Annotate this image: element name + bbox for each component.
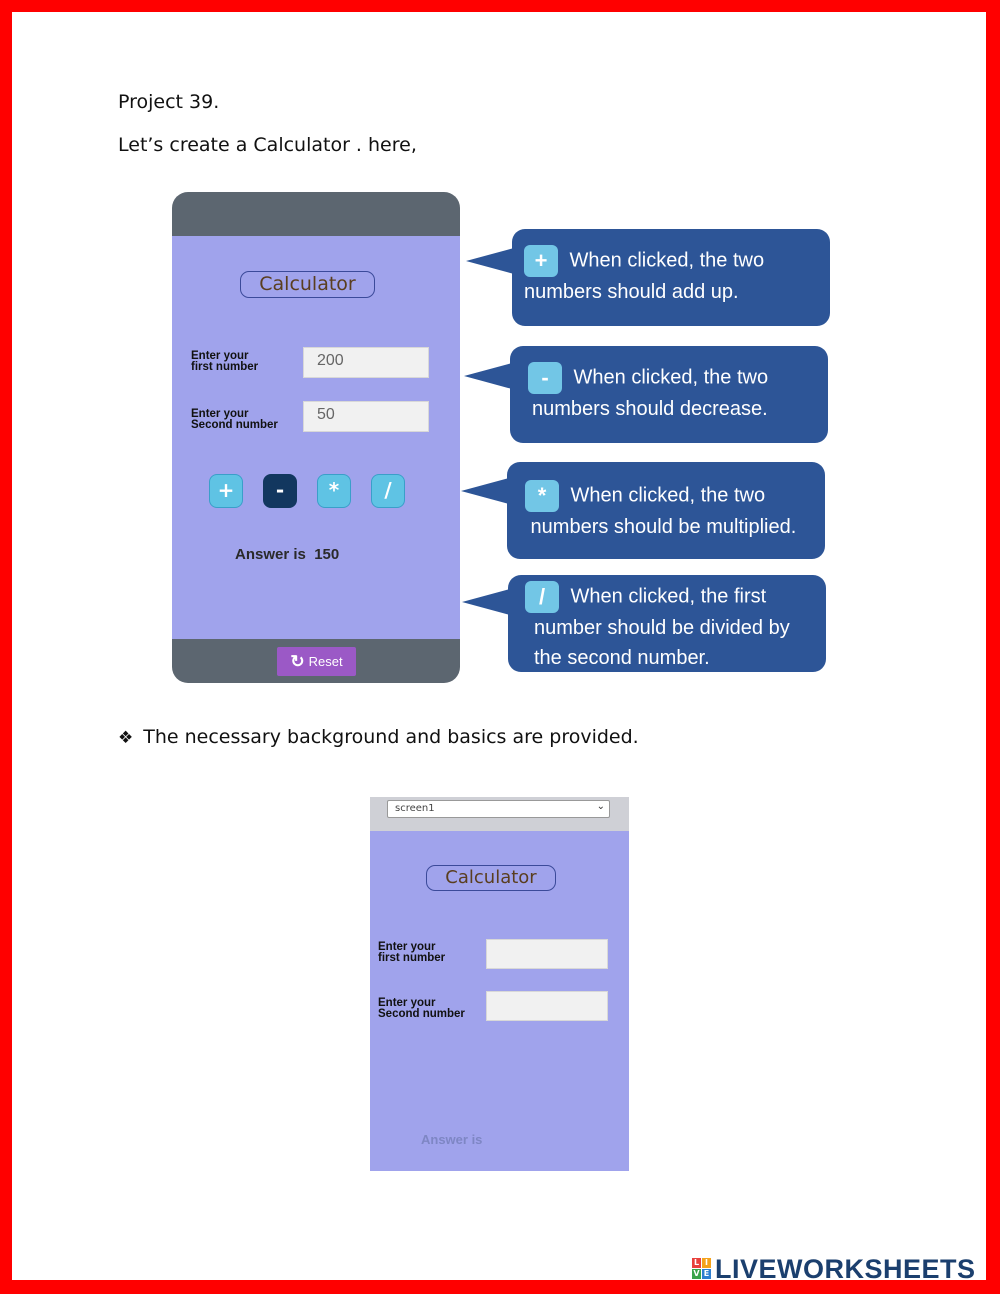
reset-button[interactable]: ↻Reset [277, 647, 356, 676]
project-heading: Project 39. [118, 91, 220, 113]
callout-multiply-line1: * When clicked, the two [525, 480, 825, 512]
callout-pointer [466, 248, 514, 274]
callout-subtract-line1: - When clicked, the two [528, 362, 818, 394]
first-number-input[interactable] [486, 939, 608, 969]
first-number-input[interactable]: 200 [303, 347, 429, 378]
logo-letter-l: L [692, 1258, 701, 1268]
bullet-text: The necessary background and basics are … [143, 726, 639, 748]
calculator-demo-phone: Calculator Enter your first number 200 E… [172, 192, 460, 683]
first-number-label-line2: first number [378, 952, 446, 964]
callout-divide-text3: the second number. [534, 647, 710, 669]
second-number-label: Enter your Second number [378, 997, 465, 1020]
callout-subtract: - When clicked, the two numbers should d… [464, 346, 828, 443]
callout-multiply: * When clicked, the two numbers should b… [461, 462, 825, 559]
calculator-demo-body: Calculator Enter your first number 200 E… [172, 236, 460, 639]
reset-label: Reset [308, 654, 343, 669]
second-number-label-line2: Second number [378, 1008, 465, 1020]
subtract-button[interactable]: - [263, 474, 297, 508]
first-number-label-line1: Enter your [378, 941, 436, 953]
callout-multiply-text2: numbers should be multiplied. [525, 516, 797, 538]
logo-letter-i: I [702, 1258, 711, 1268]
callout-add-line1: + When clicked, the two [524, 245, 820, 277]
bullet-item: ❖ The necessary background and basics are… [118, 726, 639, 748]
bullet-diamond-icon: ❖ [118, 728, 134, 748]
second-number-label-line1: Enter your [378, 997, 436, 1009]
callout-pointer [464, 363, 512, 389]
logo-letter-e: E [702, 1269, 711, 1279]
callout-subtract-text2: numbers should decrease. [532, 398, 768, 420]
callout-add: + When clicked, the two numbers should a… [466, 229, 830, 326]
callout-pointer [461, 478, 509, 504]
screen-select[interactable]: screen1 ⌄ [387, 800, 610, 818]
first-number-label-line2: first number [191, 361, 259, 373]
calculator-title: Calculator [240, 271, 375, 298]
intro-text: Let’s create a Calculator . here, [118, 134, 417, 156]
divide-button[interactable]: / [371, 474, 405, 508]
logo-letter-v: V [692, 1269, 701, 1279]
first-number-label: Enter your first number [191, 350, 259, 373]
refresh-icon: ↻ [290, 652, 305, 671]
screen-select-value: screen1 [395, 803, 435, 814]
second-number-input[interactable] [486, 991, 608, 1021]
second-number-label: Enter your Second number [191, 408, 278, 431]
callout-divide-text1: When clicked, the first [565, 585, 767, 608]
callout-add-text1: When clicked, the two [564, 249, 765, 272]
asterisk-icon: * [525, 480, 559, 512]
screen-bar: screen1 ⌄ [370, 797, 629, 831]
minus-icon: - [528, 362, 562, 394]
answer-text: Answer is [421, 1132, 483, 1147]
logo-mark-icon: L I V E [692, 1258, 712, 1280]
first-number-label: Enter your first number [378, 941, 446, 964]
callout-divide-text2: number should be divided by [534, 617, 790, 639]
second-number-label-line2: Second number [191, 419, 278, 431]
answer-text: Answer is 150 [235, 546, 340, 563]
second-number-input[interactable]: 50 [303, 401, 429, 432]
calculator-template-phone: screen1 ⌄ Calculator Enter your first nu… [370, 797, 629, 1171]
callout-divide: / When clicked, the first number should … [462, 575, 826, 672]
callout-add-text2: numbers should add up. [524, 281, 739, 303]
callout-subtract-text1: When clicked, the two [568, 366, 769, 389]
logo-wordmark: LIVEWORKSHEETS [715, 1254, 976, 1284]
add-button[interactable]: + [209, 474, 243, 508]
callout-divide-line1: / When clicked, the first [525, 581, 818, 613]
chevron-down-icon: ⌄ [596, 801, 605, 812]
callout-multiply-text1: When clicked, the two [565, 484, 766, 507]
multiply-button[interactable]: * [317, 474, 351, 508]
slash-icon: / [525, 581, 559, 613]
first-number-label-line1: Enter your [191, 350, 249, 362]
plus-icon: + [524, 245, 558, 277]
second-number-label-line1: Enter your [191, 408, 249, 420]
calculator-title: Calculator [426, 865, 556, 891]
callout-pointer [462, 589, 510, 615]
